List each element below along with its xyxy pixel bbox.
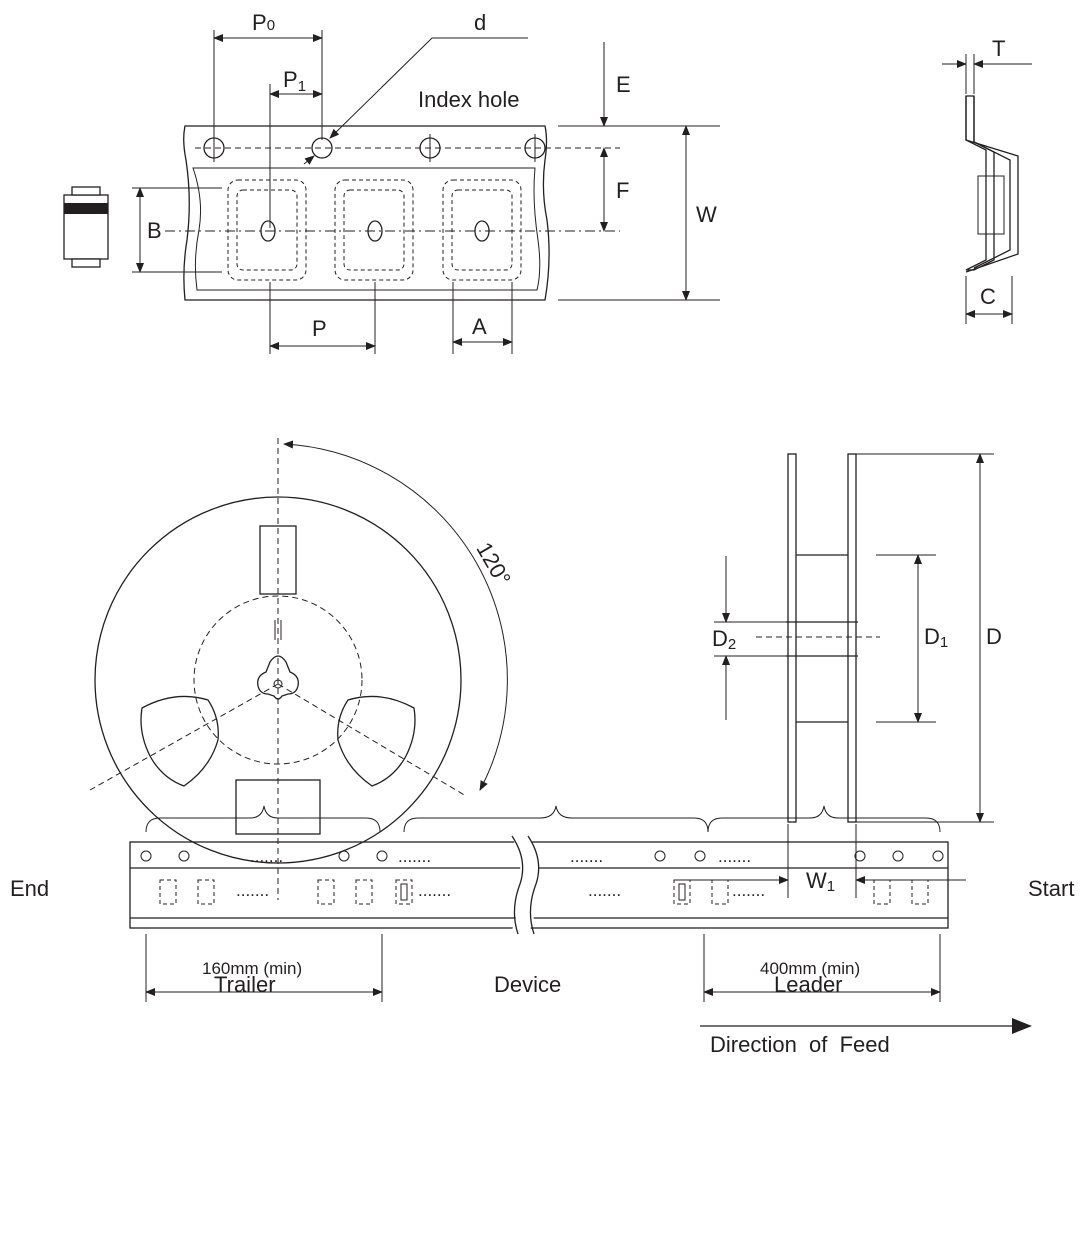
d2-label: D2 bbox=[712, 626, 736, 653]
pocket bbox=[227, 179, 307, 281]
end-label: End bbox=[10, 876, 49, 901]
device-label: Device bbox=[494, 972, 561, 997]
component-pockets bbox=[227, 179, 522, 281]
leader-trailer-strip: Trailer Device Leader End Start . bbox=[10, 805, 1074, 1057]
strip-sprocket-holes bbox=[140, 850, 944, 862]
direction-of-feed-label: Direction of Feed bbox=[710, 1032, 890, 1057]
dots: ....... bbox=[236, 881, 269, 900]
index-hole-label: Index hole bbox=[418, 87, 520, 112]
pocket bbox=[334, 179, 414, 281]
tape-outline bbox=[183, 125, 550, 301]
d-label: d bbox=[474, 10, 486, 35]
start-label: Start bbox=[1028, 876, 1074, 901]
t-label: T bbox=[992, 36, 1005, 61]
carrier-tape-view: P0 P1 d Index hole E F W B P bbox=[63, 10, 720, 354]
a-label: A bbox=[472, 314, 487, 339]
trailer-brace bbox=[145, 805, 381, 833]
p1-label: P1 bbox=[283, 67, 306, 95]
trailer-length-label: 160mm (min) bbox=[202, 959, 302, 978]
angle-label: 120° bbox=[471, 538, 515, 590]
component-body bbox=[63, 186, 109, 268]
e-label: E bbox=[616, 72, 631, 97]
p-label: P bbox=[312, 316, 327, 341]
dots: ....... bbox=[418, 881, 451, 900]
tape-cross-section: T C bbox=[942, 36, 1032, 324]
d1-label: D1 bbox=[924, 624, 948, 651]
tape-inner-line bbox=[192, 167, 541, 291]
dots: ....... bbox=[588, 881, 621, 900]
leader-brace bbox=[707, 805, 941, 833]
reel-side-view: D D1 D2 W1 bbox=[678, 453, 1002, 898]
dots: ....... bbox=[250, 847, 283, 866]
strip-body bbox=[129, 841, 949, 929]
dots: ....... bbox=[398, 847, 431, 866]
c-label: C bbox=[980, 284, 996, 309]
w-label: W bbox=[696, 202, 717, 227]
f-label: F bbox=[616, 178, 629, 203]
device-brace bbox=[403, 805, 709, 833]
dots: ....... bbox=[718, 847, 751, 866]
leader-length-label: 400mm (min) bbox=[760, 959, 860, 978]
dots: ....... bbox=[570, 847, 603, 866]
pocket bbox=[442, 179, 522, 281]
w1-label: W1 bbox=[806, 868, 835, 895]
dots: ....... bbox=[732, 881, 765, 900]
reel-front-view: 120° bbox=[89, 438, 516, 900]
b-label: B bbox=[147, 218, 162, 243]
p0-label: P0 bbox=[252, 10, 275, 35]
strip-pockets bbox=[159, 879, 929, 905]
d-dim-label: D bbox=[986, 624, 1002, 649]
